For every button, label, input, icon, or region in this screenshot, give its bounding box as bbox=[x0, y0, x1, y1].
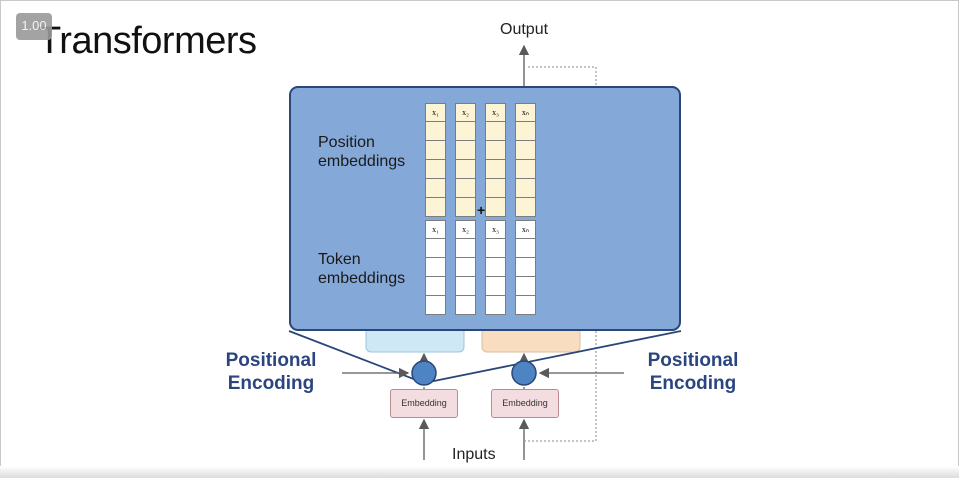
inputs-label: Inputs bbox=[452, 446, 496, 463]
token-embeddings-label: Token embeddings bbox=[318, 250, 405, 288]
positional-encoding-right-label: Positional Encoding bbox=[644, 349, 742, 395]
token-vector-3: x₃ bbox=[485, 220, 506, 315]
token-embeddings-line-1: Token bbox=[318, 251, 361, 268]
position-vector-label: xₙ bbox=[515, 103, 536, 122]
position-vector-2: x₂ bbox=[455, 103, 476, 217]
positional-encoding-left-label: Positional Encoding bbox=[222, 349, 320, 395]
add-circle-left bbox=[411, 360, 437, 386]
position-embeddings-line-2: embeddings bbox=[318, 153, 406, 170]
token-vector-n: xₙ bbox=[515, 220, 536, 315]
zoom-level-badge[interactable]: 1.00 bbox=[16, 13, 52, 40]
bottom-shadow bbox=[0, 466, 959, 478]
token-vector-2: x₂ bbox=[455, 220, 476, 315]
position-embeddings-label: Position embeddings bbox=[318, 133, 405, 171]
embedding-box-left: Embedding bbox=[390, 389, 458, 418]
funnel-line-right bbox=[423, 330, 682, 384]
output-label: Output bbox=[500, 21, 549, 38]
embedding-box-right: Embedding bbox=[491, 389, 559, 418]
token-embeddings-line-2: embeddings bbox=[318, 270, 406, 287]
token-vector-label: x₂ bbox=[455, 220, 476, 239]
position-vector-label: x₃ bbox=[485, 103, 506, 122]
positional-encoding-right-line-2: Encoding bbox=[649, 373, 737, 394]
position-embeddings-line-1: Position bbox=[318, 134, 375, 151]
dotted-feedback-line bbox=[525, 66, 597, 442]
token-vector-label: x₁ bbox=[425, 220, 446, 239]
slide-title: Transformers bbox=[38, 20, 257, 62]
position-vector-3: x₃ bbox=[485, 103, 506, 217]
token-vector-1: x₁ bbox=[425, 220, 446, 315]
position-vector-label: x₁ bbox=[425, 103, 446, 122]
position-vector-label: x₂ bbox=[455, 103, 476, 122]
add-circle-right bbox=[511, 360, 537, 386]
token-vector-label: xₙ bbox=[515, 220, 536, 239]
plus-sign: + bbox=[477, 202, 486, 218]
token-vector-label: x₃ bbox=[485, 220, 506, 239]
positional-encoding-left-line-1: Positional bbox=[225, 350, 317, 371]
position-vector-1: x₁ bbox=[425, 103, 446, 217]
positional-encoding-right-line-1: Positional bbox=[647, 350, 739, 371]
positional-encoding-left-line-2: Encoding bbox=[227, 373, 315, 394]
position-vector-n: xₙ bbox=[515, 103, 536, 217]
